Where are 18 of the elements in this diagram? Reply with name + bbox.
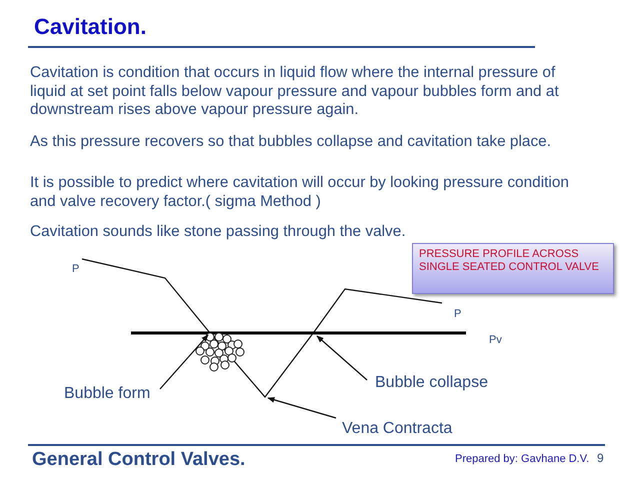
vapour-pressure-label: Pv bbox=[489, 334, 502, 346]
caption-box: PRESSURE PROFILE ACROSS SINGLE SEATED CONTROL VALVE bbox=[412, 243, 614, 294]
paragraph: As this pressure recovers so that bubbles collapse and cavitation take place. bbox=[30, 133, 552, 152]
pressure-label: P bbox=[72, 263, 80, 275]
paragraph: Cavitation is condition that occurs in liquid flow where the internal pressure of liquid at set point falls below vapour pressure and vapour bubbles form and at downstream rises above vapour pressure again. bbox=[30, 64, 560, 120]
leader-line bbox=[316, 336, 368, 380]
pressure-label: P bbox=[454, 308, 462, 320]
paragraph: It is possible to predict where cavitation will occur by looking pressure condition and valve recovery factor.( sigma Method ) bbox=[30, 174, 570, 211]
leader-line bbox=[267, 397, 336, 419]
paragraph: Cavitation sounds like stone passing through the valve. bbox=[30, 223, 407, 242]
annotation-text: Bubble collapse bbox=[375, 374, 488, 392]
leader-line bbox=[160, 334, 208, 390]
annotation-text: Bubble form bbox=[64, 385, 150, 403]
author-credit: Prepared by: Gavhane D.V. bbox=[455, 453, 590, 465]
footer-title: General Control Valves. bbox=[32, 449, 246, 471]
page-number: 9 bbox=[597, 451, 604, 465]
slide-title: Cavitation. bbox=[34, 14, 146, 40]
annotation-text: Vena Contracta bbox=[342, 420, 452, 438]
